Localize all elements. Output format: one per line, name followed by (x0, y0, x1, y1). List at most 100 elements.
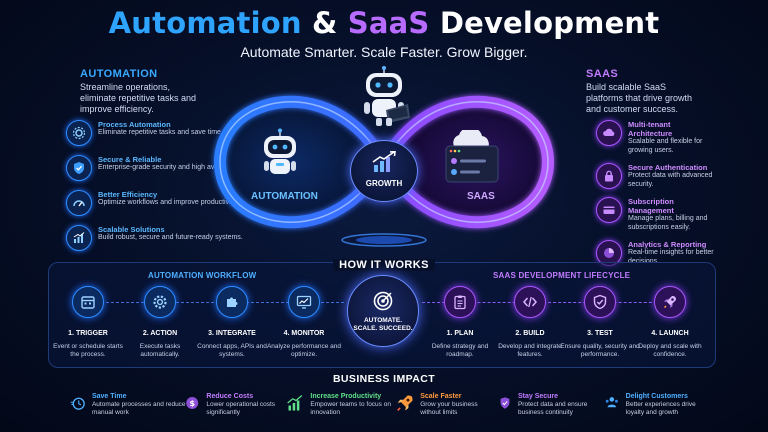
shield-check-icon (584, 286, 616, 318)
impact-title: Scale Faster (420, 393, 462, 400)
code-icon (514, 286, 546, 318)
impact-text: Automate processes and reduce manual wor… (91, 401, 186, 416)
robot-automation-icon (264, 128, 296, 174)
robot-laptop-icon (364, 66, 410, 126)
gears-icon (66, 120, 92, 146)
how-it-works-heading: HOW IT WORKS (0, 259, 768, 271)
impact-item: Save Time Automate processes and reduce … (70, 392, 188, 417)
saas-heading: SAAS (586, 68, 619, 80)
workflow-step: 3. INTEGRATE Connect apps, APIs and syst… (192, 286, 272, 359)
impact-item: Delight Customers Better experiences dri… (604, 392, 714, 417)
bar-chart-icon (287, 395, 303, 411)
impact-text: Protect data and ensure business continu… (517, 401, 588, 416)
step-title: 1. PLAN (446, 330, 474, 337)
title-saas: SaaS (347, 6, 430, 40)
step-title: 2. ACTION (142, 330, 178, 337)
step-text: Define strategy and roadmap. (431, 343, 489, 358)
title-development: Development (439, 6, 660, 40)
lifecycle-step: 2. BUILD Develop and integrate features. (490, 286, 570, 359)
impact-item: $ Reduce Costs Lower operational costs s… (184, 392, 284, 417)
step-text: Ensure quality, security and performance… (560, 343, 640, 358)
feature-text: Protect data with advanced security. (628, 172, 713, 188)
feature-text: Optimize workflows and improve productiv… (98, 199, 238, 206)
saas-cloud-icon (445, 130, 499, 183)
page-subtitle: Automate Smarter. Scale Faster. Grow Big… (240, 44, 528, 60)
growth-chart-icon (372, 151, 396, 172)
step-title: 4. MONITOR (283, 330, 325, 337)
feature-text: Real-time insights for better decisions. (628, 249, 714, 265)
automation-heading: AUTOMATION (80, 68, 158, 80)
step-title: 2. BUILD (515, 330, 545, 337)
automate-scale-badge: AUTOMATE. SCALE. SUCCEED. (347, 275, 419, 347)
saas-feature: Multi-tenant Architecture Scalable and f… (596, 120, 716, 155)
step-text: Connect apps, APIs and systems. (197, 343, 267, 358)
step-title: 4. LAUNCH (651, 330, 689, 337)
saas-feature-list: Multi-tenant Architecture Scalable and f… (596, 120, 716, 266)
lifecycle-step: 1. PLAN Define strategy and roadmap. (420, 286, 500, 359)
step-text: Deploy and scale with confidence. (638, 343, 702, 358)
feature-title: Better Efficiency (98, 190, 158, 199)
saas-feature: Subscription Management Manage plans, bi… (596, 197, 716, 232)
pie-chart-icon (596, 240, 622, 266)
feature-title: Multi-tenant Architecture (628, 120, 673, 138)
impact-title: Reduce Costs (206, 393, 254, 400)
impact-text: Lower operational costs significantly (206, 401, 276, 416)
automation-description: Streamline operations, eliminate repetit… (80, 82, 197, 114)
business-impact-heading: BUSINESS IMPACT (332, 373, 436, 385)
step-text: Event or schedule starts the process. (53, 343, 123, 358)
center-saas-label: SAAS (467, 191, 495, 202)
feature-title: Subscription Management (628, 197, 674, 215)
feature-text: Build robust, secure and future-ready sy… (98, 234, 243, 241)
gear-icon (144, 286, 176, 318)
automation-feature: Process Automation Eliminate repetitive … (66, 120, 246, 146)
automation-feature: Scalable Solutions Build robust, secure … (66, 225, 246, 251)
how-it-works-title: HOW IT WORKS (333, 259, 435, 271)
feature-title: Secure Authentication (628, 163, 708, 172)
impact-title: Increase Productivity (310, 393, 382, 400)
rocket-icon (397, 395, 413, 412)
step-text: Develop and integrate features. (498, 343, 562, 358)
impact-title: Save Time (91, 393, 127, 400)
impact-item: Scale Faster Grow your business without … (396, 392, 500, 417)
stopwatch-icon (70, 397, 85, 410)
automation-feature: Secure & Reliable Enterprise-grade secur… (66, 155, 246, 181)
lifecycle-connector (422, 302, 672, 303)
saas-description: Build scalable SaaS platforms that drive… (586, 82, 693, 114)
monitor-chart-icon (288, 286, 320, 318)
step-text: Analyze performance and optimize. (266, 343, 342, 358)
step-title: 3. INTEGRATE (208, 330, 256, 337)
credit-card-icon (596, 197, 622, 223)
badge-line-1: AUTOMATE. (363, 316, 403, 324)
title-ampersand: & (312, 6, 338, 40)
feature-text: Manage plans, billing and subscriptions … (628, 215, 708, 231)
clipboard-icon (444, 286, 476, 318)
impact-title: Stay Secure (517, 393, 559, 400)
center-automation-label: AUTOMATION (251, 191, 318, 202)
saas-lifecycle-heading: SAAS DEVELOPMENT LIFECYCLE (493, 271, 631, 280)
feature-text: Enterprise-grade security and high avail… (98, 164, 241, 171)
lock-icon (596, 163, 622, 189)
step-title: 3. TEST (587, 330, 613, 337)
growth-chart-icon (66, 225, 92, 251)
target-icon (373, 291, 393, 310)
automation-feature: Better Efficiency Optimize workflows and… (66, 190, 246, 216)
feature-title: Secure & Reliable (98, 155, 162, 164)
badge-line-2: SCALE. SUCCEED. (353, 324, 413, 332)
workflow-step: 4. MONITOR Analyze performance and optim… (264, 286, 344, 359)
speedometer-icon (66, 190, 92, 216)
page-title: Automation & SaaS Development (0, 6, 768, 40)
coin-icon: $ (186, 397, 199, 409)
workflow-step: 2. ACTION Execute tasks automatically. (120, 286, 200, 359)
lifecycle-step: 4. LAUNCH Deploy and scale with confiden… (630, 286, 710, 359)
shield-check-icon (66, 155, 92, 181)
cloud-users-icon (596, 120, 622, 146)
impact-text: Empower teams to focus on innovation (310, 401, 391, 416)
growth-badge: GROWTH (350, 140, 418, 202)
title-automation: Automation (108, 6, 302, 40)
customers-icon (605, 397, 618, 408)
step-text: Execute tasks automatically. (139, 343, 181, 358)
rocket-icon (654, 286, 686, 318)
lifecycle-step: 3. TEST Ensure quality, security and per… (560, 286, 640, 359)
feature-title: Analytics & Reporting (628, 240, 707, 249)
impact-item: Stay Secure Protect data and ensure busi… (498, 392, 598, 417)
